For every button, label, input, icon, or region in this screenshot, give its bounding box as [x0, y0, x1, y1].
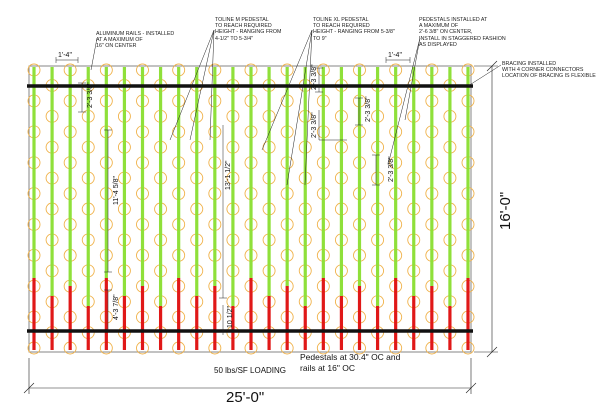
bracing-layer	[27, 84, 473, 333]
rail-layer	[32, 67, 470, 350]
pedestal-oc-e-label: 2'-3 3/8"	[388, 156, 395, 182]
pedestal-m-note: TOLINE M PEDESTAL TO REACH REQUIRED HEIG…	[215, 17, 282, 42]
rail-length-a-label: 11'-4 5/8"	[113, 175, 120, 205]
bracing-note: BRACING INSTALLED WITH 4 CORNER CONNECTO…	[502, 61, 596, 80]
pedestal-oc-d-label: 2'-3 3/8"	[311, 112, 318, 138]
rail-spacing-right-label: 1'-4"	[388, 52, 402, 59]
aluminum-rails-note: ALUMINUM RAILS - INSTALLED AT A MAXIMUM …	[96, 31, 175, 50]
overall-height-label: 16'-0"	[497, 192, 514, 230]
pedestal-oc-c-label: 2'-3 3/8"	[365, 96, 372, 122]
rail-end-a-label: 4'-3 7/8"	[113, 294, 120, 320]
deck-outline	[28, 65, 472, 353]
pedestal-spacing-label: Pedestals at 30.4" OC and rails at 16" O…	[300, 352, 401, 373]
rail-spacing-top-label: 1'-4"	[58, 52, 72, 59]
pedestal-xl-note: TOLINE XL PEDESTAL TO REACH REQUIRED HEI…	[313, 17, 395, 42]
pedestal-oc-a-label: 2'-3 3/8"	[87, 82, 94, 108]
overall-width-label: 25'-0"	[226, 389, 264, 406]
leader-lines	[90, 29, 502, 186]
interior-dimensions	[55, 57, 411, 335]
rail-end-b-label: 10 1/2"	[227, 306, 234, 328]
loading-label: 50 lbs/SF LOADING	[214, 366, 287, 375]
pedestal-oc-b-label: 2'-3 3/8"	[311, 64, 318, 90]
pedestals-installed-note: PEDESTALS INSTALLED AT A MAXIMUM OF 2'-6…	[419, 17, 506, 48]
overall-dimensions	[23, 60, 498, 394]
rail-length-b-label: 13'-1 1/2"	[225, 160, 232, 190]
